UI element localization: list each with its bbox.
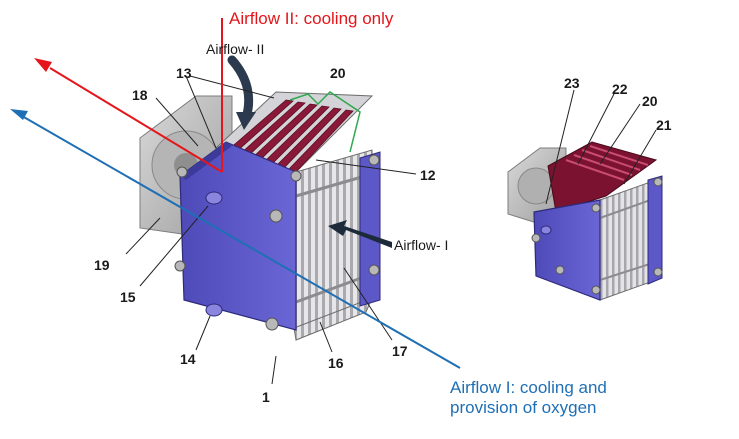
airflow-ii-caption: Airflow II: cooling only bbox=[229, 9, 394, 28]
tie-rod-bolts bbox=[174, 154, 380, 331]
label-20-secondary: 20 bbox=[642, 93, 658, 109]
airflow-i-arrow bbox=[328, 220, 392, 248]
airflow-ii-label: Airflow- II bbox=[206, 41, 265, 57]
leader-lines-main bbox=[125, 75, 417, 385]
label-22: 22 bbox=[612, 81, 628, 97]
label-20-main: 20 bbox=[330, 65, 346, 81]
airflow-i-caption-line2: provision of oxygen bbox=[450, 398, 597, 418]
cooling-fins-bottom bbox=[293, 297, 373, 341]
airflow-i-label: Airflow- I bbox=[394, 237, 449, 253]
label-13: 13 bbox=[176, 65, 192, 81]
end-plate-edge bbox=[180, 142, 232, 180]
small-front-end-plate bbox=[533, 199, 601, 301]
small-rear-end-plate bbox=[647, 175, 663, 285]
label-15: 15 bbox=[120, 289, 136, 305]
small-membrane-plates bbox=[565, 145, 649, 181]
airflow-i-caption-line1: Airflow I: cooling and bbox=[450, 378, 607, 397]
membrane-plates-top bbox=[227, 99, 354, 174]
label-16: 16 bbox=[328, 355, 344, 371]
bracket-20 bbox=[289, 91, 361, 153]
label-19: 19 bbox=[94, 257, 110, 273]
secondary-fuel-cell-stack bbox=[507, 141, 663, 301]
airflow-ii-path bbox=[34, 18, 223, 173]
port-14 bbox=[205, 303, 223, 317]
airflow-i-path bbox=[10, 109, 461, 369]
main-fuel-cell-stack bbox=[139, 55, 392, 341]
label-17: 17 bbox=[392, 343, 408, 359]
label-1: 1 bbox=[262, 389, 270, 405]
label-18: 18 bbox=[132, 87, 148, 103]
label-21: 21 bbox=[656, 117, 672, 133]
label-14: 14 bbox=[180, 351, 196, 367]
airflow-i-caption: Airflow I: cooling and provision of oxyg… bbox=[450, 378, 607, 419]
label-12: 12 bbox=[420, 167, 436, 183]
leader-lines-secondary bbox=[545, 89, 657, 205]
label-23: 23 bbox=[564, 75, 580, 91]
rear-end-plate bbox=[359, 151, 381, 307]
port-15 bbox=[205, 191, 223, 205]
